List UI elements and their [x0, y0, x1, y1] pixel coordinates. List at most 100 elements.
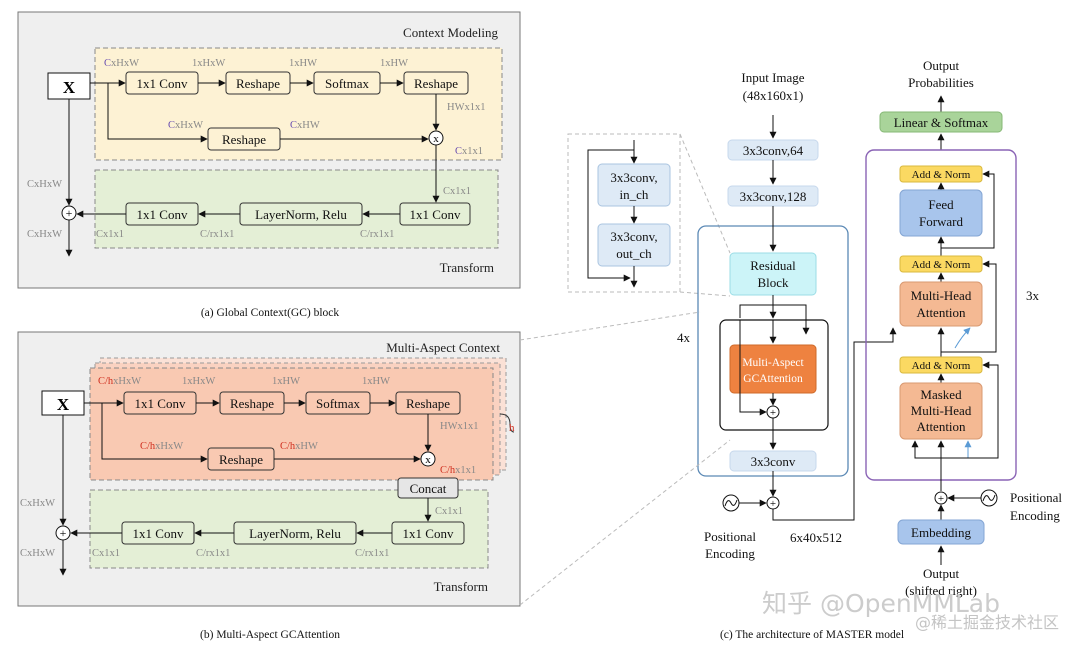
conv128-box: 3x3conv,128	[740, 189, 807, 204]
input-x-b: X	[57, 395, 70, 414]
svg-text:CxHxW: CxHxW	[168, 120, 203, 131]
feature-shape-label: 6x40x512	[790, 530, 842, 545]
watermark-juejin: @稀土掘金技术社区	[915, 613, 1059, 632]
svg-text:(48x160x1): (48x160x1)	[743, 88, 804, 103]
svg-text:1xHW: 1xHW	[289, 58, 317, 69]
layernorm-box: LayerNorm, Relu	[255, 207, 347, 222]
reshape3-box: Reshape	[222, 132, 266, 147]
svg-text:1xHxW: 1xHxW	[192, 58, 225, 69]
svg-text:Forward: Forward	[919, 214, 964, 229]
svg-text:C/rx1x1: C/rx1x1	[200, 229, 234, 240]
multiply-node: x	[433, 133, 439, 145]
conv1-box: 1x1 Conv	[137, 76, 188, 91]
addnorm-top: Add & Norm	[912, 169, 971, 181]
context-modeling-title: Context Modeling	[403, 25, 498, 40]
svg-text:Cx1x1: Cx1x1	[455, 146, 483, 157]
conv2-box-b: 1x1 Conv	[403, 526, 454, 541]
svg-text:HWx1x1: HWx1x1	[440, 421, 479, 432]
inset-conv2: 3x3conv,	[610, 229, 657, 244]
panel-c: 3x3conv, in_ch 3x3conv, out_ch Input Ima…	[567, 58, 1062, 598]
multi-aspect-gcattention-box: Multi-Aspect	[742, 357, 804, 369]
svg-text:CxHxW: CxHxW	[27, 229, 62, 240]
svg-text:out_ch: out_ch	[616, 246, 652, 261]
reshape1-box: Reshape	[236, 76, 280, 91]
head-count-h: h	[509, 422, 515, 434]
svg-text:GCAttention: GCAttention	[743, 373, 803, 385]
reshape1-box-b: Reshape	[230, 396, 274, 411]
multi-head-attention-box: Multi-Head	[911, 288, 972, 303]
masked-mha-box: Masked	[920, 387, 962, 402]
svg-text:Attention: Attention	[916, 419, 966, 434]
svg-text:C/rx1x1: C/rx1x1	[355, 548, 389, 559]
svg-text:C/rx1x1: C/rx1x1	[360, 229, 394, 240]
reshape2-box: Reshape	[414, 76, 458, 91]
svg-text:Cx1x1: Cx1x1	[443, 186, 471, 197]
svg-text:(shifted right): (shifted right)	[905, 583, 977, 598]
panel-b: Multi-Aspect Context Transform X 1x1 Con…	[17, 331, 521, 607]
svg-text:Encoding: Encoding	[705, 546, 755, 561]
positional-encoding-label: Positional	[704, 529, 756, 544]
addnorm-mid: Add & Norm	[912, 259, 971, 271]
svg-text:Attention: Attention	[916, 305, 966, 320]
svg-text:+: +	[770, 407, 776, 419]
concat-box: Concat	[410, 481, 447, 496]
addnorm-bottom: Add & Norm	[912, 360, 971, 372]
svg-text:1xHxW: 1xHxW	[182, 376, 215, 387]
svg-text:C/hxHxW: C/hxHxW	[98, 376, 141, 387]
svg-text:CxHW: CxHW	[290, 120, 320, 131]
svg-text:Cx1x1: Cx1x1	[92, 548, 120, 559]
add-node-b: +	[60, 526, 67, 540]
multi-aspect-title: Multi-Aspect Context	[386, 340, 500, 355]
conv3-box: 1x1 Conv	[137, 207, 188, 222]
svg-text:Cx1x1: Cx1x1	[435, 506, 463, 517]
inset-conv1: 3x3conv,	[610, 170, 657, 185]
svg-text:CxHxW: CxHxW	[104, 58, 139, 69]
svg-text:Multi-Head: Multi-Head	[911, 403, 972, 418]
svg-text:HWx1x1: HWx1x1	[447, 102, 486, 113]
svg-text:C/rx1x1: C/rx1x1	[196, 548, 230, 559]
four-x-label: 4x	[677, 330, 691, 345]
three-x-label: 3x	[1026, 288, 1040, 303]
panel-a: Context Modeling Transform X 1x1 Conv Re…	[17, 11, 521, 289]
svg-text:CxHxW: CxHxW	[20, 548, 55, 559]
residual-inset	[567, 133, 681, 293]
svg-text:Cx1x1: Cx1x1	[96, 229, 124, 240]
svg-text:C/hxHW: C/hxHW	[280, 441, 318, 452]
output-probabilities-label: Output	[923, 58, 960, 73]
watermark-zhihu: 知乎 @OpenMMLab	[762, 589, 1000, 618]
svg-text:Encoding: Encoding	[1010, 508, 1060, 523]
svg-text:+: +	[770, 498, 776, 510]
layernorm-box-b: LayerNorm, Relu	[249, 526, 341, 541]
svg-text:Probabilities: Probabilities	[908, 75, 974, 90]
svg-text:1xHW: 1xHW	[362, 376, 390, 387]
linear-softmax-box: Linear & Softmax	[894, 115, 989, 130]
residual-block: Residual	[750, 258, 796, 273]
input-image-label: Input Image	[741, 70, 804, 85]
multiply-node-b: x	[425, 454, 431, 466]
conv3-box-b: 1x1 Conv	[133, 526, 184, 541]
transform-title: Transform	[440, 260, 494, 275]
reshape3-box-b: Reshape	[219, 452, 263, 467]
svg-text:C/hx1x1: C/hx1x1	[440, 465, 476, 476]
add-node: +	[66, 206, 73, 220]
svg-text:CxHxW: CxHxW	[20, 498, 55, 509]
svg-text:Block: Block	[757, 275, 789, 290]
svg-text:CxHxW: CxHxW	[27, 179, 62, 190]
embedding-box: Embedding	[911, 525, 971, 540]
softmax-box: Softmax	[325, 76, 370, 91]
feed-forward-box: Feed	[928, 197, 954, 212]
svg-text:C/hxHxW: C/hxHxW	[140, 441, 183, 452]
svg-text:1xHW: 1xHW	[380, 58, 408, 69]
caption-c: (c) The architecture of MASTER model	[720, 629, 904, 641]
caption-a: (a) Global Context(GC) block	[201, 307, 340, 319]
caption-b: (b) Multi-Aspect GCAttention	[200, 629, 340, 641]
softmax-box-b: Softmax	[316, 396, 361, 411]
transform-title-b: Transform	[434, 579, 488, 594]
reshape2-box-b: Reshape	[406, 396, 450, 411]
conv-end-box: 3x3conv	[751, 454, 796, 469]
svg-text:in_ch: in_ch	[620, 187, 649, 202]
input-x: X	[63, 78, 76, 97]
conv2-box: 1x1 Conv	[410, 207, 461, 222]
decoder-positional-label: Positional	[1010, 490, 1062, 505]
